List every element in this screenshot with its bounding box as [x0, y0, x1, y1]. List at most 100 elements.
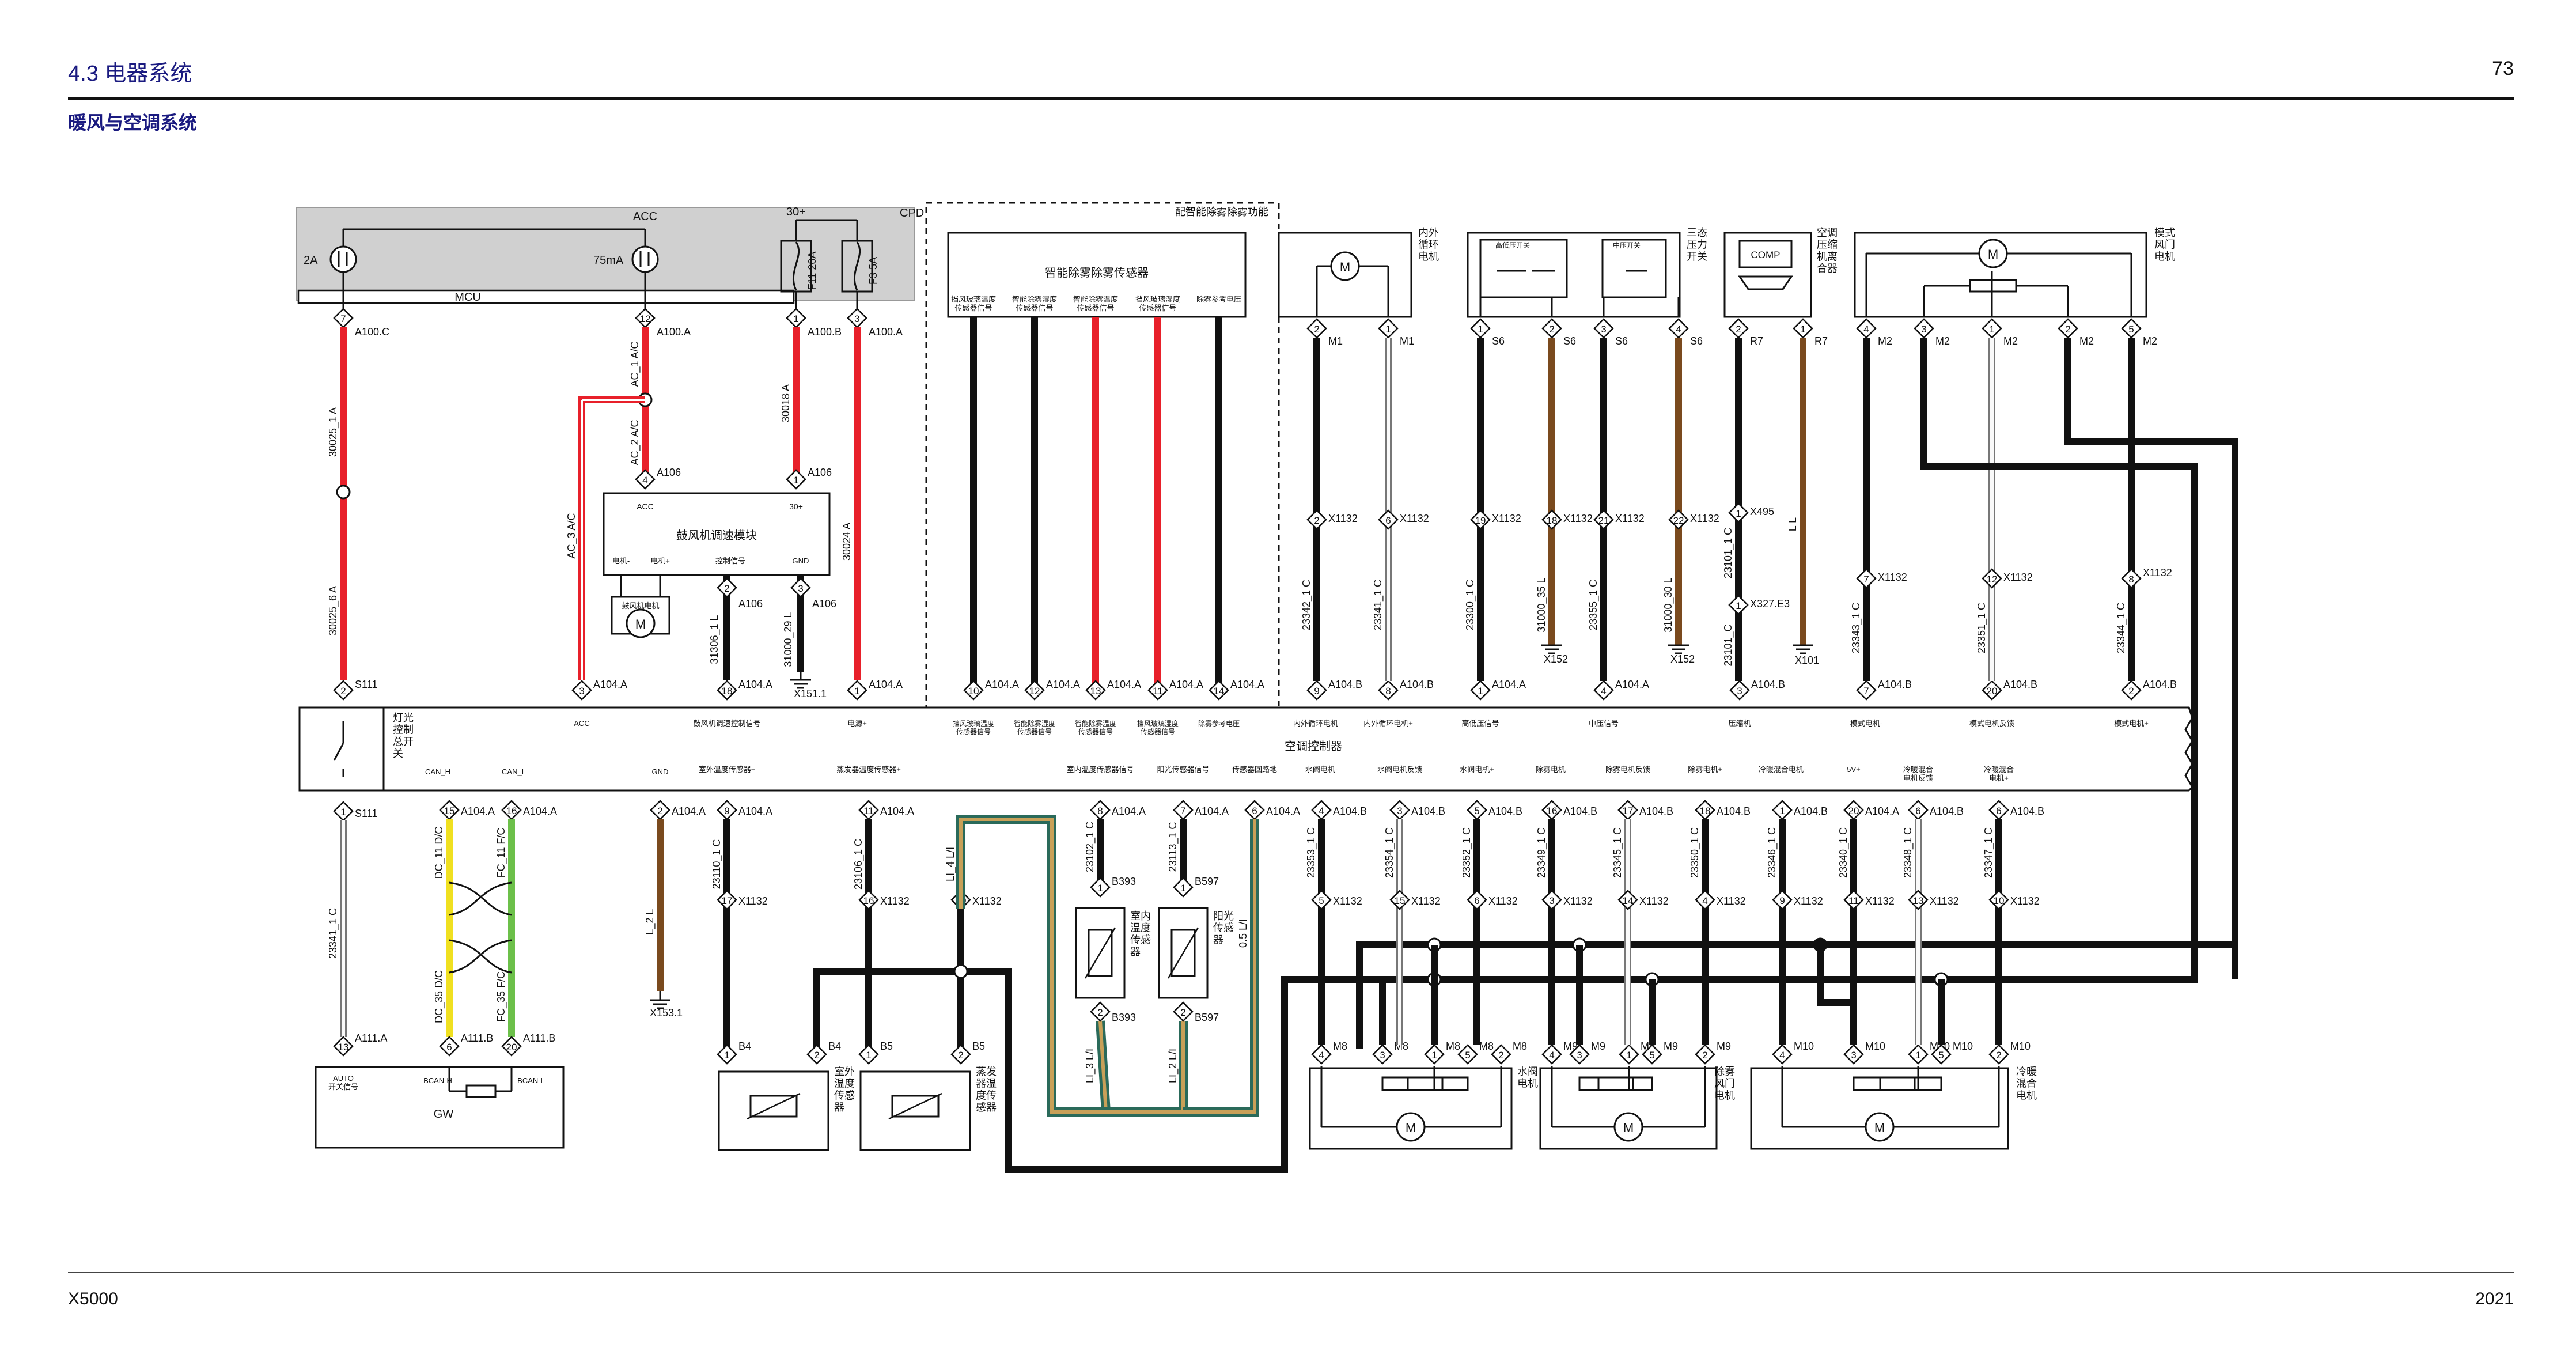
- pin-number: 1: [1989, 324, 1994, 335]
- mode-return-wire: [2064, 338, 2238, 979]
- connector-label: B393: [1112, 1012, 1136, 1023]
- wire-label: 23300_1 C: [1464, 580, 1476, 630]
- pin-number: 2: [340, 686, 346, 697]
- header-rule: [68, 97, 2514, 100]
- light-switch-box: [298, 706, 385, 792]
- smart-defog-option-area: [925, 202, 1280, 743]
- connector-label: X1132: [880, 895, 910, 907]
- controller-input-label: 模式电机+: [2114, 719, 2149, 728]
- pin-number: 2: [657, 805, 662, 816]
- wire-label: 23350_1 C: [1689, 827, 1701, 878]
- mode-motor-box: [1854, 232, 2147, 318]
- wire-label: AC_3 A/C: [566, 513, 578, 558]
- section-title: 4.3 电器系统: [68, 62, 192, 86]
- pin-number: 3: [1601, 324, 1606, 335]
- pin-number: 1: [793, 313, 798, 324]
- pin-number: 3: [1577, 1050, 1582, 1061]
- controller-top-pin: [2121, 680, 2142, 701]
- wire-label: 23101_1 C: [1722, 528, 1734, 578]
- pin-number: 3: [854, 313, 859, 324]
- pin-number: 10: [1994, 895, 2005, 906]
- pin-number: 1: [1915, 1050, 1920, 1061]
- inline-pin: [1728, 595, 1749, 615]
- wire-label: LI_2 L/I: [1167, 1049, 1179, 1083]
- switch-label: 灯光控制总开关: [393, 712, 414, 759]
- terminating-resistor: [465, 1084, 497, 1098]
- blower-pin: [786, 469, 806, 490]
- pin-number: 6: [446, 1042, 452, 1053]
- connector-label: A111.B: [523, 1032, 555, 1044]
- comp-label-box: [1738, 240, 1793, 268]
- connector-label: X1132: [1563, 513, 1593, 524]
- fuse-label: F3 5A: [867, 257, 879, 285]
- connector-label: X1132: [972, 895, 1002, 907]
- pin-number: 1: [1736, 600, 1741, 611]
- sensor-label: 阳光传感器: [1213, 910, 1234, 945]
- pin-number: 1: [1431, 1050, 1437, 1061]
- pin-number: 13: [1913, 895, 1924, 906]
- pin-number: 19: [1475, 515, 1486, 526]
- inline-pin: [1470, 509, 1491, 530]
- controller-input-label: 中压信号: [1589, 719, 1619, 728]
- pin-number: 7: [1180, 805, 1185, 816]
- wire-label: 30025_6 A: [327, 586, 339, 635]
- wire-label: 31000_35 L: [1536, 577, 1548, 632]
- connector-label: A104.A: [1195, 805, 1229, 817]
- pin-number: 14: [1214, 686, 1225, 697]
- sensor-pin: [963, 680, 984, 701]
- plus30-label: 30+: [786, 206, 806, 218]
- pin-number: 2: [1736, 324, 1741, 335]
- clutch-symbol: [1738, 275, 1793, 290]
- blower-motor: [626, 608, 656, 638]
- blower-port: 电机+: [650, 557, 670, 565]
- connector-label: A106: [738, 598, 763, 610]
- controller-input-label: 电源+: [847, 719, 867, 728]
- pin-number: 16: [863, 895, 874, 906]
- position-potentiometer: [1597, 1076, 1634, 1091]
- pin-number: 4: [1549, 1050, 1554, 1061]
- pin-number: 17: [1623, 805, 1634, 816]
- wire-label: 23355_1 C: [1588, 580, 1600, 630]
- connector-label: X1132: [2010, 895, 2040, 907]
- blower-pin: [717, 577, 737, 598]
- sun-sensor-pin: [1173, 1001, 1194, 1022]
- pin-number: 14: [1623, 895, 1634, 906]
- ground-label: X101: [1795, 654, 1819, 666]
- pin-number: 7: [1863, 574, 1869, 585]
- page-header: 4.3 电器系统 73: [68, 55, 2514, 101]
- blower-port: ACC: [637, 502, 654, 511]
- inline-pin: [1541, 890, 1562, 910]
- connector-label: A104.B: [1411, 805, 1445, 817]
- controller-top-pin: [1306, 680, 1327, 701]
- component-label: 冷暖混合电机: [2016, 1066, 2037, 1101]
- connector-label: X1132: [1930, 895, 1959, 907]
- controller-input-label: 内外循环电机-: [1293, 719, 1340, 728]
- indoor-sensor-pin: [1090, 1001, 1111, 1022]
- thermistor-symbol: [1170, 929, 1196, 977]
- gw-pin: [333, 1036, 354, 1057]
- wire-label: L L: [1787, 517, 1798, 531]
- controller-input-label: 智能除雾温度传感器信号: [1075, 719, 1116, 736]
- indoor-sensor-pin: [1090, 877, 1111, 898]
- wire-label: FC_35 F/C: [495, 971, 507, 1022]
- controller-output-label: 室外温度传感器+: [699, 765, 756, 774]
- inline-pin: [1982, 568, 2002, 589]
- connector-label: X1132: [1639, 895, 1669, 907]
- cpd-label: CPD: [900, 207, 924, 220]
- connector-label: B4: [738, 1040, 751, 1052]
- sensor-return-wire: [813, 909, 964, 1054]
- controller-output-label: 除雾电机-: [1536, 765, 1568, 774]
- controller-output-label: 水阀电机反馈: [1377, 765, 1422, 774]
- pin-number: 6: [1252, 805, 1257, 816]
- mcu-bar: [297, 289, 795, 304]
- comp-label: COMP: [1751, 249, 1781, 260]
- pin-number: 2: [1702, 1050, 1707, 1061]
- controller-input-label: 压缩机: [1728, 719, 1751, 728]
- switch-pin: [333, 680, 354, 701]
- pin-number: 4: [1702, 895, 1707, 906]
- pin-number: 6: [1385, 515, 1391, 526]
- pin-number: 8: [2128, 574, 2134, 585]
- controller-top-pin: [1470, 680, 1491, 701]
- motor-letter: M: [1874, 1121, 1885, 1135]
- wire-label: 23102_1 C: [1084, 822, 1096, 872]
